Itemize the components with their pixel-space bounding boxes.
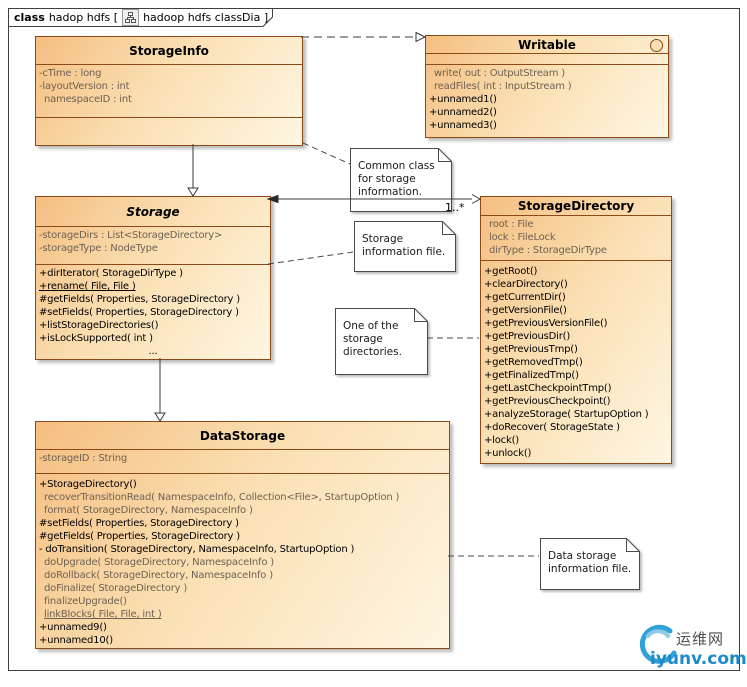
class-storagedirectory: StorageDirectory root : File lock : File… bbox=[480, 196, 672, 464]
method-line: +StorageDirectory() bbox=[39, 479, 137, 490]
method-line: +getPreviousVersionFile() bbox=[484, 318, 608, 329]
attribute-line: -storageID : String bbox=[39, 453, 128, 464]
method-line: #setFields( Properties, StorageDirectory… bbox=[39, 518, 239, 529]
method-line: #setFields( Properties, StorageDirectory… bbox=[39, 307, 239, 318]
method-line: +getRoot() bbox=[484, 266, 538, 277]
method-line: #getFields( Properties, StorageDirectory… bbox=[39, 531, 240, 542]
methods-compartment: write( out : OutputStream ) readFiles( i… bbox=[426, 64, 668, 137]
attribute-line: lock : FileLock bbox=[489, 232, 556, 243]
method-line: format( StorageDirectory, NamespaceInfo … bbox=[44, 505, 253, 516]
method-line: +unnamed10() bbox=[39, 635, 113, 646]
iyunv-logo-icon bbox=[639, 624, 677, 664]
class-datastorage: DataStorage -storageID : String +Storage… bbox=[35, 421, 450, 649]
method-line: +unnamed2() bbox=[429, 107, 497, 118]
method-line: finalizeUpgrade() bbox=[44, 596, 127, 607]
note-common-class: Common class for storage information. bbox=[350, 148, 452, 212]
method-line: readFiles( int : InputStream ) bbox=[434, 81, 572, 92]
methods-compartment: +dirIterator( StorageDirType ) +rename( … bbox=[36, 264, 270, 359]
method-line: +getVersionFile() bbox=[484, 305, 567, 316]
class-writable: Writable write( out : OutputStream ) rea… bbox=[425, 35, 669, 138]
attributes-compartment bbox=[426, 53, 668, 64]
method-line: +analyzeStorage( StartupOption ) bbox=[484, 409, 649, 420]
class-storage: Storage -storageDirs : List<StorageDirec… bbox=[35, 196, 271, 360]
tab-title-after: hadoop hdfs classDia ] bbox=[143, 11, 269, 24]
method-line: +doRecover( StorageState ) bbox=[484, 422, 620, 433]
class-title: StorageDirectory bbox=[517, 199, 635, 213]
method-line: #getFields( Properties, StorageDirectory… bbox=[39, 294, 240, 305]
attributes-compartment: root : File lock : FileLock dirType : St… bbox=[481, 215, 671, 260]
method-line: +getFinalizedTmp() bbox=[484, 370, 579, 381]
attribute-line: -cTime : long bbox=[39, 68, 102, 79]
attribute-line: -storageType : NodeType bbox=[39, 243, 158, 254]
method-line: +getLastCheckpointTmp() bbox=[484, 383, 612, 394]
method-line: +isLockSupported( int ) bbox=[39, 333, 153, 344]
attributes-compartment: -cTime : long -layoutVersion : int names… bbox=[36, 64, 302, 117]
method-line: +clearDirectory() bbox=[484, 279, 568, 290]
attributes-compartment: -storageDirs : List<StorageDirectory> -s… bbox=[36, 226, 270, 264]
attribute-line: -layoutVersion : int bbox=[39, 81, 130, 92]
class-storageinfo: StorageInfo -cTime : long -layoutVersion… bbox=[35, 36, 303, 146]
methods-compartment bbox=[36, 117, 302, 145]
class-title: Writable bbox=[426, 36, 668, 53]
method-line: doUpgrade( StorageDirectory, NamespaceIn… bbox=[44, 557, 274, 568]
class-title: Storage bbox=[126, 204, 180, 219]
method-line: +listStorageDirectories() bbox=[39, 320, 159, 331]
watermark: 运维网 iyunv.com bbox=[630, 620, 747, 678]
method-line: +getCurrentDir() bbox=[484, 292, 566, 303]
method-line: +getPreviousTmp() bbox=[484, 344, 578, 355]
attribute-line: -storageDirs : List<StorageDirectory> bbox=[39, 230, 223, 241]
class-title: DataStorage bbox=[199, 428, 286, 443]
method-line: +getRemovedTmp() bbox=[484, 357, 583, 368]
watermark-site-text: iyunv.com bbox=[650, 649, 747, 669]
method-line: +dirIterator( StorageDirType ) bbox=[39, 268, 183, 279]
method-line: ... bbox=[148, 346, 158, 357]
method-line: +unnamed3() bbox=[429, 120, 497, 131]
tab-title-before: hadop hdfs [ bbox=[48, 11, 119, 24]
watermark-cn-text: 运维网 bbox=[676, 630, 725, 648]
attributes-compartment: -storageID : String bbox=[36, 449, 449, 473]
attribute-line: namespaceID : int bbox=[44, 94, 132, 105]
method-line: +getPreviousDir() bbox=[484, 331, 571, 342]
method-line: +unlock() bbox=[484, 448, 532, 459]
interface-ball-icon bbox=[650, 39, 663, 52]
method-line: - doTransition( StorageDirectory, Namesp… bbox=[39, 544, 355, 555]
note-text: Data storage information file. bbox=[548, 550, 632, 575]
method-line: +unnamed9() bbox=[39, 622, 107, 633]
methods-compartment: +getRoot() +clearDirectory() +getCurrent… bbox=[481, 260, 671, 463]
attribute-line: dirType : StorageDirType bbox=[489, 245, 607, 256]
methods-compartment: +StorageDirectory() recoverTransitionRea… bbox=[36, 473, 449, 648]
method-line: doFinalize( StorageDirectory ) bbox=[44, 583, 188, 594]
attribute-line: root : File bbox=[489, 219, 534, 230]
method-line: +lock() bbox=[484, 435, 519, 446]
note-data-storage-file: Data storage information file. bbox=[540, 538, 640, 590]
note-text: Common class for storage information. bbox=[358, 160, 435, 198]
diagram-tab-shape bbox=[8, 8, 273, 27]
method-line: write( out : OutputStream ) bbox=[434, 68, 565, 79]
class-title: StorageInfo bbox=[129, 43, 209, 58]
method-line: +getPreviousCheckpoint() bbox=[484, 396, 611, 407]
method-line: +rename( File, File ) bbox=[39, 281, 136, 292]
class-diagram-icon bbox=[122, 9, 140, 26]
note-one-directory: One of the storage directories. bbox=[335, 308, 428, 375]
note-storage-file: Storage information file. bbox=[354, 221, 456, 272]
method-line: recoverTransitionRead( NamespaceInfo, Co… bbox=[44, 492, 400, 503]
note-text: Storage information file. bbox=[362, 233, 446, 258]
method-line: +unnamed1() bbox=[429, 94, 497, 105]
method-line: linkBlocks( File, File, int ) bbox=[44, 609, 162, 620]
method-line: doRollback( StorageDirectory, NamespaceI… bbox=[44, 570, 273, 581]
note-text: One of the storage directories. bbox=[343, 320, 402, 358]
diagram-tab: class hadop hdfs [ hadoop hdfs classDia … bbox=[14, 9, 268, 26]
multiplicity-label: 1..* bbox=[445, 201, 465, 214]
tab-keyword: class bbox=[14, 11, 45, 24]
